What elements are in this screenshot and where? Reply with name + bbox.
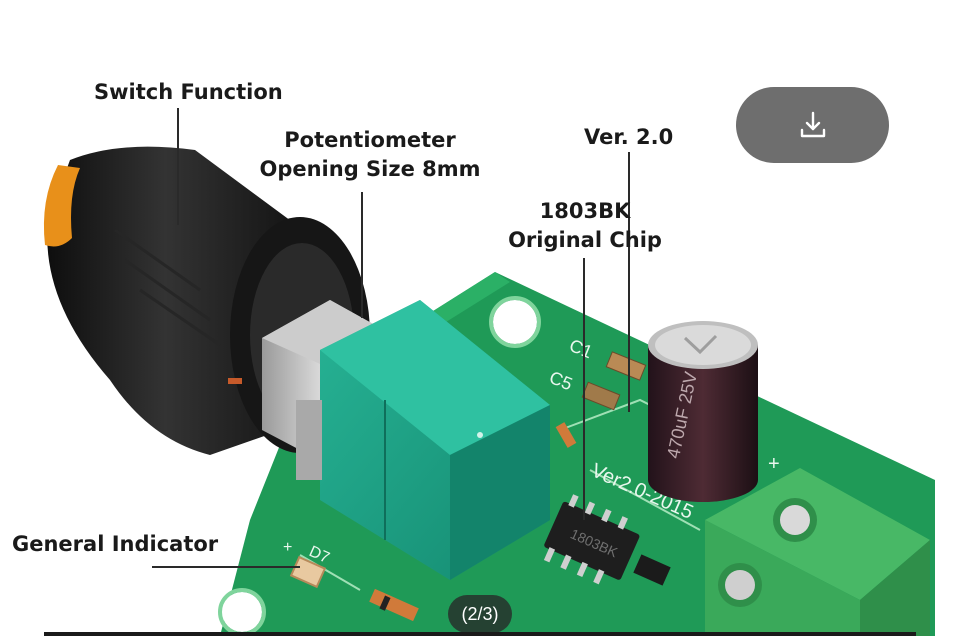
silkscreen-d7: D7: [306, 543, 332, 567]
smd-component: [581, 381, 621, 411]
label-chip-line1: 1803BK: [539, 199, 631, 223]
label-potentiometer-line2: Opening Size 8mm: [259, 157, 481, 181]
label-switch-function: Switch Function: [94, 80, 283, 104]
label-version: Ver. 2.0: [584, 125, 674, 149]
label-potentiometer-line1: Potentiometer: [284, 128, 456, 152]
smd-diode: [369, 588, 419, 622]
electrolytic-capacitor: 470uF 25V: [648, 321, 758, 502]
label-chip-line2: Original Chip: [508, 228, 662, 252]
smd-component: [633, 554, 671, 586]
mounting-hole: [493, 300, 537, 344]
page-counter: (2/3): [448, 595, 512, 633]
silkscreen-plus: +: [283, 539, 292, 556]
download-button[interactable]: [736, 87, 889, 163]
silkscreen-plus: +: [768, 453, 780, 475]
mounting-hole: [222, 592, 262, 632]
terminal-block: [705, 468, 930, 636]
label-potentiometer: Potentiometer Opening Size 8mm: [250, 126, 490, 184]
ic-chip: 1803BK: [543, 494, 640, 585]
bottom-divider: [44, 632, 916, 636]
label-general-indicator: General Indicator: [12, 532, 219, 556]
smd-diode: [555, 422, 577, 448]
label-chip: 1803BK Original Chip: [490, 197, 680, 255]
potentiometer-body: [296, 300, 550, 580]
download-icon: [800, 111, 825, 138]
